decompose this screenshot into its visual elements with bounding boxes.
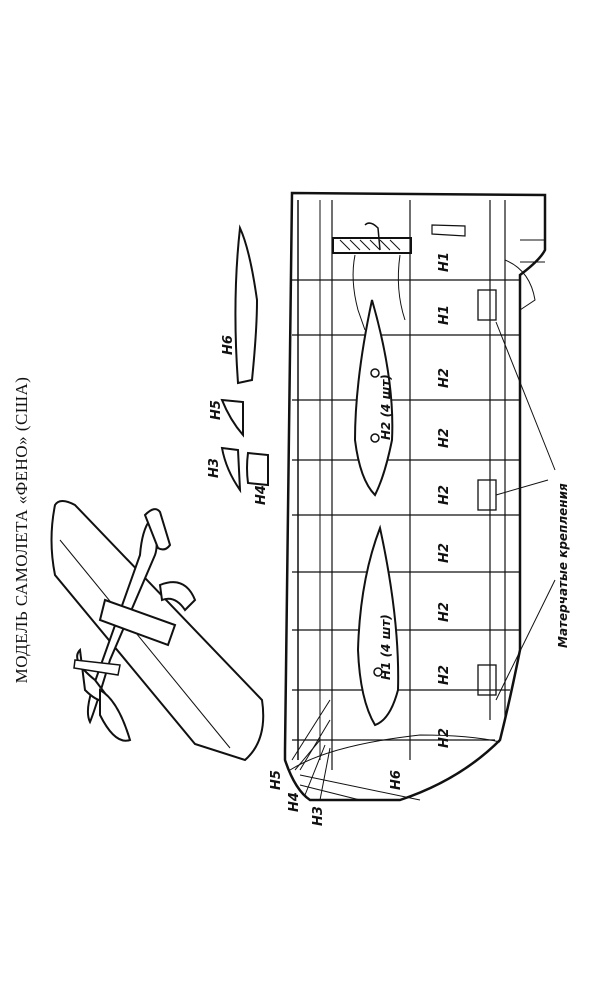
label-h2-rib-1: Н2	[437, 368, 452, 388]
rib-h3-shape	[220, 446, 242, 494]
label-h2-rib-4: Н2	[437, 543, 452, 563]
label-h6-part: Н6	[221, 335, 236, 355]
wing-panel	[283, 191, 556, 802]
label-h2-rib-5: Н2	[437, 602, 452, 622]
label-h5-part: Н5	[209, 400, 224, 420]
label-h1-root: Н1	[437, 252, 452, 272]
airplane-sketch-icon	[50, 500, 265, 762]
label-h5-tip: Н5	[269, 770, 284, 790]
label-h6-tip: Н6	[389, 770, 404, 790]
label-h3-tip: Н3	[311, 806, 326, 826]
rib-h6-shape	[234, 224, 259, 385]
label-h1-qty: Н1 (4 шт)	[379, 614, 393, 680]
label-h2-rib-6: Н2	[437, 665, 452, 685]
rib-parts	[220, 224, 269, 494]
label-h2-qty: Н2 (4 шт)	[379, 374, 393, 440]
label-h2-rib-7: Н2	[437, 728, 452, 748]
label-h2-rib-2: Н2	[437, 428, 452, 448]
label-fabric-hinges: Матерчатые крепления	[556, 483, 570, 648]
label-h3-part: Н3	[207, 458, 222, 478]
rib-h5-shape	[220, 398, 244, 438]
label-h4-tip: Н4	[287, 792, 302, 812]
rib-labels: Н6 Н5 Н3 Н4 Н1 Н1 Н2 Н2 Н2 Н2 Н2 Н2 Н2 Н…	[207, 252, 570, 826]
label-h2-rib-3: Н2	[437, 485, 452, 505]
label-h1-rib: Н1	[437, 305, 452, 325]
rib-h4-shape	[246, 451, 269, 487]
label-h4-part: Н4	[254, 485, 269, 505]
